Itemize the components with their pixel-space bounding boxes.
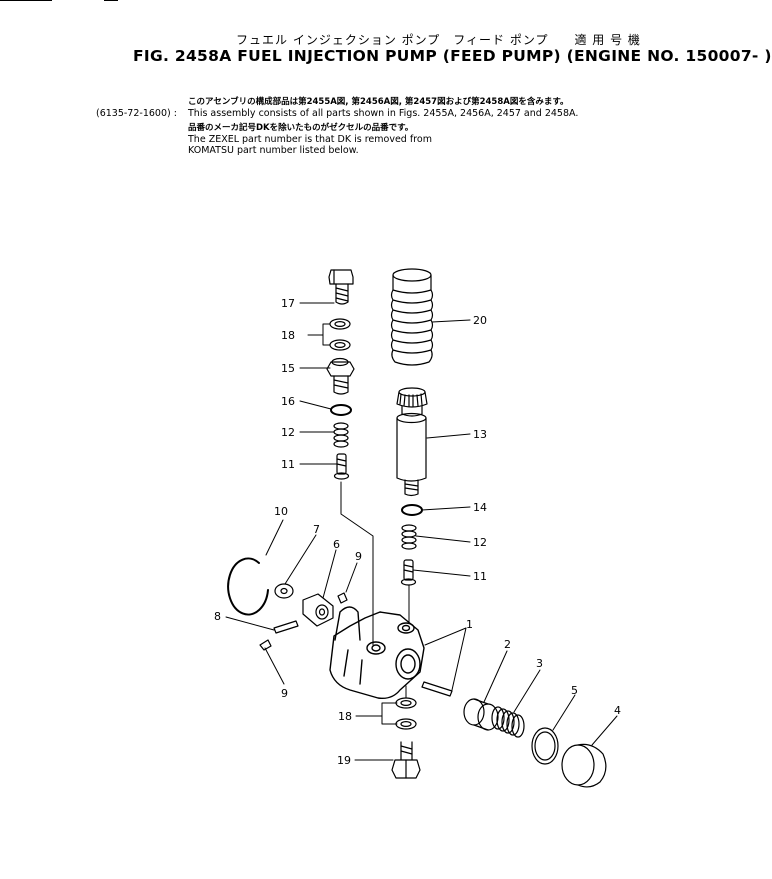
part-14-o-ring xyxy=(401,504,423,516)
assembly-guide-lines xyxy=(340,481,410,699)
part-4-plug xyxy=(561,743,607,788)
part-10-snap-ring xyxy=(227,557,269,616)
note-jp-zexel: 品番のメーカ記号DKを除いたものがゼクセルの品番です。 xyxy=(188,123,414,133)
note-en-zexel-1: The ZEXEL part number is that DK is remo… xyxy=(188,134,432,145)
callout-20: 20 xyxy=(473,314,487,327)
callout-3: 3 xyxy=(536,657,543,670)
callout-14: 14 xyxy=(473,501,487,514)
part-18-upper-gaskets xyxy=(329,318,351,351)
callout-labels: 17 18 15 16 12 11 20 13 14 12 11 10 7 6 … xyxy=(214,297,621,767)
figure-title: FIG. 2458A FUEL INJECTION PUMP (FEED PUM… xyxy=(133,47,772,65)
callout-18-lower: 18 xyxy=(338,710,352,723)
callout-17: 17 xyxy=(281,297,295,310)
part-18-lower-gaskets xyxy=(395,697,417,730)
header-rule-left xyxy=(0,0,52,1)
part-20-bellows xyxy=(390,268,434,366)
part-7-washer xyxy=(274,583,294,599)
part-3-spring xyxy=(491,706,525,738)
part-19-bolt xyxy=(391,741,421,779)
part-1-rod xyxy=(421,681,453,697)
part-9-lower-pin xyxy=(259,639,272,651)
part-15-connector xyxy=(326,357,355,395)
callout-11-right: 11 xyxy=(473,570,487,583)
part-11-right-valve xyxy=(400,559,417,586)
callout-8: 8 xyxy=(214,610,221,623)
part-8-roller-pin xyxy=(273,620,299,634)
callout-6: 6 xyxy=(333,538,340,551)
callout-13: 13 xyxy=(473,428,487,441)
callout-15: 15 xyxy=(281,362,295,375)
part-17-banjo-bolt xyxy=(328,269,354,305)
callout-19: 19 xyxy=(337,754,351,767)
part-6-tappet xyxy=(302,593,334,627)
callout-18-upper: 18 xyxy=(281,329,295,342)
callout-12-left: 12 xyxy=(281,426,295,439)
callout-9-lower: 9 xyxy=(281,687,288,700)
note-jp-assembly: このアセンブリの構成部品は第2455A図, 第2456A図, 第2457図および… xyxy=(188,97,569,107)
callout-11-left: 11 xyxy=(281,458,295,471)
callout-4: 4 xyxy=(614,704,621,717)
part-1-pump-housing xyxy=(329,606,425,700)
callout-10: 10 xyxy=(274,505,288,518)
callout-12-right: 12 xyxy=(473,536,487,549)
part-13-priming-pump xyxy=(396,387,428,497)
leader-lines xyxy=(225,302,618,761)
part-9-upper-pin xyxy=(337,592,348,604)
callout-7: 7 xyxy=(313,523,320,536)
part-12-left-spring xyxy=(333,422,349,448)
callout-5: 5 xyxy=(571,684,578,697)
note-en-zexel-2: KOMATSU part number listed below. xyxy=(188,145,359,156)
header-rule-right xyxy=(104,0,118,1)
callout-9-upper: 9 xyxy=(355,550,362,563)
callout-1: 1 xyxy=(466,618,473,631)
japanese-title: フュエル インジェクション ポンプ フィード ポンプ 適 用 号 機 xyxy=(236,33,641,47)
part-11-left-valve xyxy=(333,453,350,480)
part-12-right-spring xyxy=(401,524,417,550)
callout-2: 2 xyxy=(504,638,511,651)
part-16-o-ring xyxy=(330,404,352,416)
callout-16: 16 xyxy=(281,395,295,408)
part-5-gasket xyxy=(531,727,559,765)
note-en-assembly: This assembly consists of all parts show… xyxy=(188,108,579,119)
part-2-piston xyxy=(463,698,499,731)
assembly-part-code: (6135-72-1600) : xyxy=(96,108,177,119)
